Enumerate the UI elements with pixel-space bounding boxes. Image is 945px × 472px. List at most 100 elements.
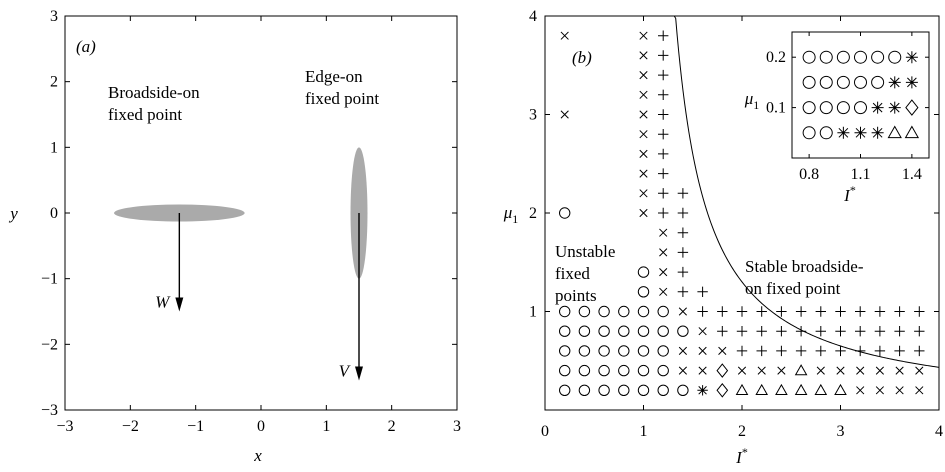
data-marker-circle <box>559 345 571 357</box>
panel-b-xtick-label: 2 <box>738 423 746 440</box>
data-marker-plus <box>658 109 669 120</box>
data-marker-circle <box>637 384 650 396</box>
data-marker-cross <box>639 31 648 40</box>
data-marker-plus <box>795 345 807 357</box>
inset-marker-circle <box>836 101 850 115</box>
inset-marker-asterisk <box>871 101 884 114</box>
data-marker-cross <box>639 169 648 178</box>
panel-a-ylabel: y <box>8 204 18 223</box>
data-marker-plus <box>874 306 886 317</box>
data-marker-plus <box>677 247 689 258</box>
data-marker-circle <box>637 364 650 377</box>
stable-annotation-line1: Stable broadside- <box>745 257 864 276</box>
data-marker-circle <box>677 325 689 337</box>
inset-markers <box>802 50 920 140</box>
broadside-annotation-line1: Broadside-on <box>108 83 200 102</box>
panel-b-label: (b) <box>572 48 592 67</box>
panel-b-ytick-label: 1 <box>529 304 537 321</box>
data-marker-cross <box>659 248 668 257</box>
data-marker-plus <box>658 50 669 61</box>
data-marker-triangle <box>834 383 847 395</box>
data-marker-plus <box>914 345 925 357</box>
data-marker-cross <box>639 208 648 218</box>
inset-marker-asterisk <box>905 51 918 64</box>
data-marker-triangle <box>794 364 808 376</box>
data-marker-asterisk <box>697 385 708 396</box>
inset-marker-circle <box>854 75 867 89</box>
inset-xtick-label: 0.8 <box>799 166 819 183</box>
data-marker-cross <box>875 366 884 375</box>
data-marker-cross <box>678 346 687 355</box>
data-marker-plus <box>855 306 866 317</box>
data-marker-circle <box>637 286 650 298</box>
panel-a-shapes <box>113 147 368 279</box>
data-marker-plus <box>736 306 748 317</box>
data-marker-plus <box>697 306 708 317</box>
edge-annotation-line2: fixed point <box>305 89 379 108</box>
panel-a-ytick-label: 2 <box>50 74 58 91</box>
data-marker-cross <box>895 386 904 395</box>
data-marker-cross <box>816 366 825 375</box>
data-marker-cross <box>718 346 727 355</box>
data-marker-circle <box>618 325 630 337</box>
velocity-arrow-label: W <box>155 293 171 312</box>
velocity-arrow-head <box>175 297 184 312</box>
data-marker-cross <box>698 327 707 336</box>
data-marker-plus <box>756 326 767 337</box>
unstable-annotation-line3: points <box>555 286 597 305</box>
panel-a-xlabel: x <box>253 446 262 465</box>
data-marker-cross <box>639 149 648 158</box>
panel-b-ytick-label: 3 <box>529 107 537 124</box>
stable-annotation-line2: on fixed point <box>745 279 841 298</box>
panel-a-ytick-label: −2 <box>41 336 58 353</box>
data-marker-circle <box>578 325 591 337</box>
inset-marker-asterisk <box>905 76 918 89</box>
data-marker-circle <box>677 384 689 396</box>
data-marker-plus <box>677 286 689 297</box>
inset-ytick-label: 0.2 <box>766 49 786 66</box>
inset-marker-circle <box>871 75 885 89</box>
panel-a-ytick-label: 0 <box>50 205 58 222</box>
panel-b-ytick-label: 4 <box>529 8 537 25</box>
data-marker-circle <box>578 345 591 357</box>
data-marker-plus <box>717 306 728 317</box>
data-marker-circle <box>637 325 650 337</box>
panel-a-ytick-label: 3 <box>50 8 58 25</box>
inset-marker-asterisk <box>837 126 850 139</box>
data-marker-circle <box>578 305 591 318</box>
data-marker-triangle <box>775 383 788 395</box>
data-marker-diamond <box>716 363 729 378</box>
data-marker-cross <box>659 228 668 237</box>
data-marker-cross <box>639 71 648 80</box>
data-marker-circle <box>637 305 650 318</box>
inset-marker-circle <box>888 50 902 64</box>
unstable-annotation-line1: Unstable <box>555 242 615 261</box>
data-marker-circle <box>578 364 591 377</box>
data-marker-cross <box>915 366 924 375</box>
data-marker-circle <box>657 364 669 377</box>
panel-a-xtick-label: 0 <box>257 418 265 435</box>
panel-b-markers <box>559 30 925 398</box>
inset-marker-triangle <box>904 125 920 139</box>
data-marker-plus <box>658 148 669 160</box>
data-marker-cross <box>659 268 668 277</box>
data-marker-circle <box>657 345 669 357</box>
data-marker-plus <box>914 306 925 317</box>
data-marker-plus <box>658 30 669 41</box>
data-marker-cross <box>737 366 747 375</box>
panel-a-label: (a) <box>76 37 96 56</box>
inset-marker-diamond <box>905 99 919 116</box>
data-marker-circle <box>559 325 571 337</box>
inset-marker-circle <box>836 75 850 89</box>
data-marker-circle <box>559 305 571 318</box>
inset-marker-circle <box>854 101 867 115</box>
data-marker-triangle <box>794 383 808 395</box>
data-marker-cross <box>875 386 884 395</box>
data-marker-plus <box>835 326 846 337</box>
data-marker-circle <box>578 384 591 396</box>
unstable-annotation-line2: fixed <box>555 264 590 283</box>
data-marker-cross <box>678 307 687 316</box>
data-marker-plus <box>795 306 807 317</box>
